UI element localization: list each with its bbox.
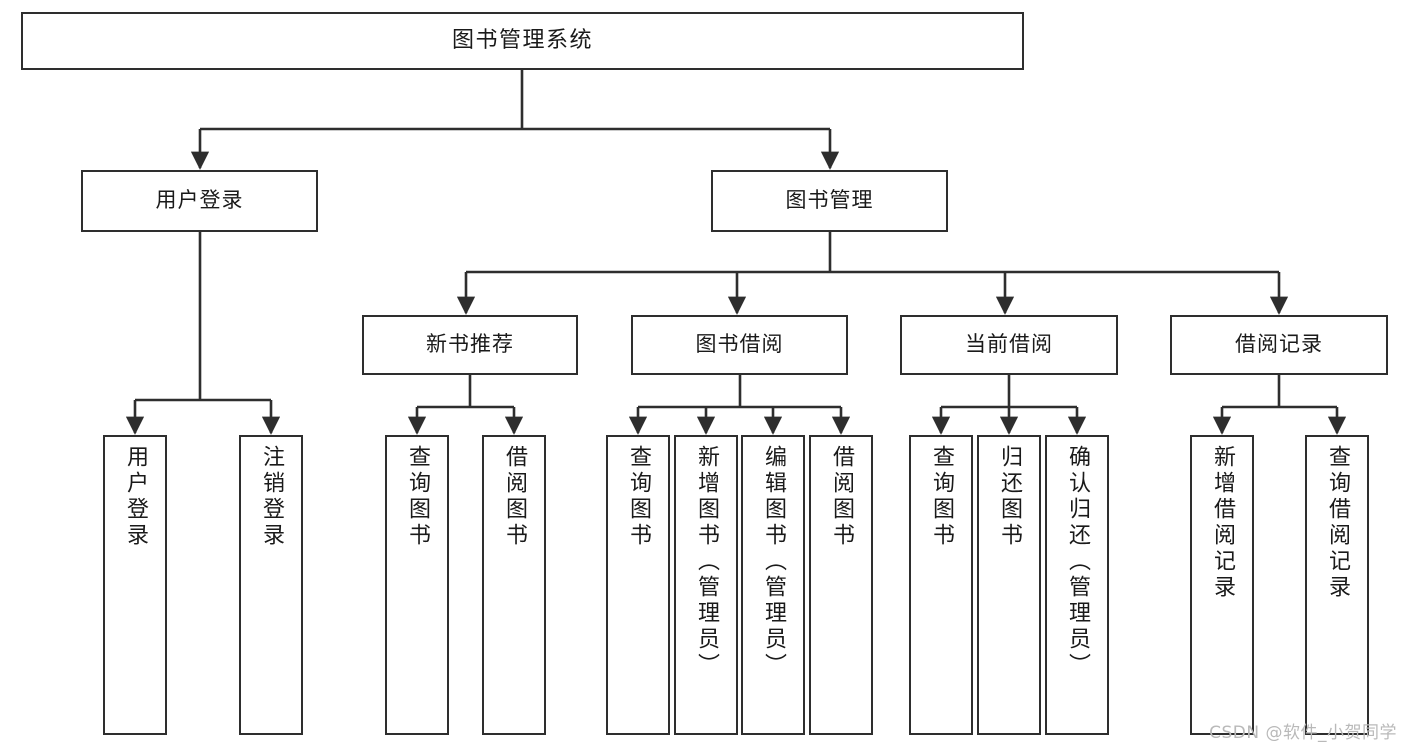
leaf-bookborrow-edit-book-label: 编辑图书（管理员） (761, 445, 786, 679)
leaf-newrec-query-book[interactable]: 查询图书 (385, 435, 449, 735)
node-root-label: 图书管理系统 (451, 27, 593, 53)
leaf-user-logout[interactable]: 注销登录 (239, 435, 303, 735)
leaf-user-login-label: 用户登录 (123, 445, 148, 549)
node-new-recommend-label: 新书推荐 (426, 332, 514, 357)
leaf-curborrow-query-book-label: 查询图书 (929, 445, 954, 549)
node-borrow-record[interactable]: 借阅记录 (1170, 315, 1388, 375)
node-book-borrow-label: 图书借阅 (695, 332, 784, 357)
leaf-bookborrow-add-book[interactable]: 新增图书（管理员） (674, 435, 738, 735)
leaf-newrec-borrow-book-label: 借阅图书 (502, 445, 527, 549)
leaf-curborrow-query-book[interactable]: 查询图书 (909, 435, 973, 735)
leaf-user-login[interactable]: 用户登录 (103, 435, 167, 735)
leaf-borrowrec-query-record-label: 查询借阅记录 (1325, 445, 1350, 601)
node-root[interactable]: 图书管理系统 (21, 12, 1024, 70)
leaf-bookborrow-edit-book[interactable]: 编辑图书（管理员） (741, 435, 805, 735)
leaf-newrec-query-book-label: 查询图书 (405, 445, 430, 549)
leaf-bookborrow-add-book-label: 新增图书（管理员） (694, 445, 719, 679)
leaf-curborrow-return-book-label: 归还图书 (997, 445, 1022, 549)
node-book-manage[interactable]: 图书管理 (711, 170, 948, 232)
leaf-borrowrec-add-record-label: 新增借阅记录 (1210, 445, 1235, 601)
leaf-borrowrec-query-record[interactable]: 查询借阅记录 (1305, 435, 1369, 735)
leaf-curborrow-return-book[interactable]: 归还图书 (977, 435, 1041, 735)
leaf-bookborrow-borrow-book-label: 借阅图书 (829, 445, 854, 549)
node-borrow-record-label: 借阅记录 (1235, 332, 1323, 357)
node-book-borrow[interactable]: 图书借阅 (631, 315, 848, 375)
node-new-recommend[interactable]: 新书推荐 (362, 315, 578, 375)
leaf-bookborrow-query-book-label: 查询图书 (626, 445, 651, 549)
leaf-curborrow-confirm-return[interactable]: 确认归还（管理员） (1045, 435, 1109, 735)
node-user-login[interactable]: 用户登录 (81, 170, 318, 232)
leaf-newrec-borrow-book[interactable]: 借阅图书 (482, 435, 546, 735)
leaf-bookborrow-query-book[interactable]: 查询图书 (606, 435, 670, 735)
watermark: CSDN @软件_小贺同学 (1209, 723, 1397, 743)
node-current-borrow-label: 当前借阅 (965, 332, 1053, 357)
leaf-bookborrow-borrow-book[interactable]: 借阅图书 (809, 435, 873, 735)
leaf-user-logout-label: 注销登录 (259, 445, 284, 549)
leaf-curborrow-confirm-return-label: 确认归还（管理员） (1065, 445, 1090, 679)
node-current-borrow[interactable]: 当前借阅 (900, 315, 1118, 375)
node-user-login-label: 用户登录 (155, 188, 244, 213)
leaf-borrowrec-add-record[interactable]: 新增借阅记录 (1190, 435, 1254, 735)
node-book-manage-label: 图书管理 (785, 188, 874, 213)
